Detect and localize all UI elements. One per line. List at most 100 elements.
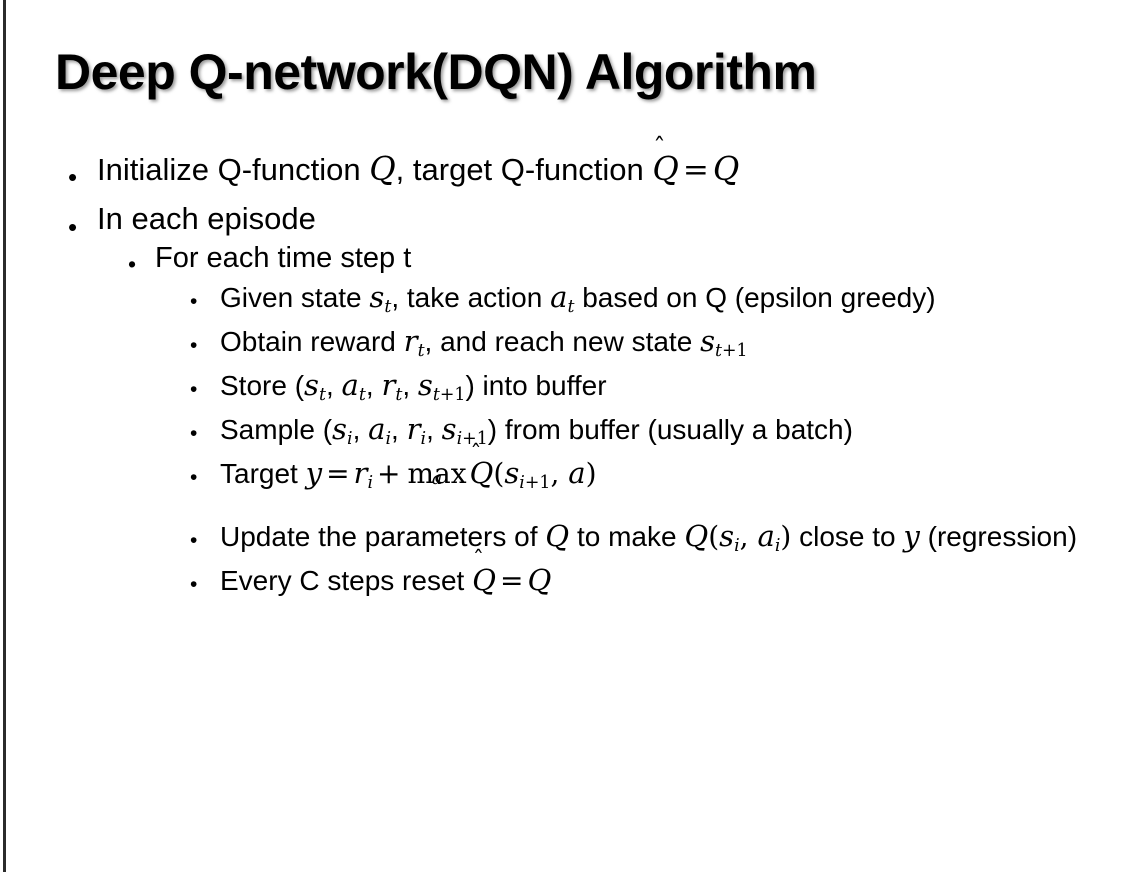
subscript-offset: +1 xyxy=(439,385,466,406)
bullet-item-initialize: • Initialize Q-function Q, target Q-func… xyxy=(0,148,1124,191)
slide-left-edge-bar xyxy=(3,0,6,872)
subscript-offset: +1 xyxy=(722,340,748,361)
math-var-s: s xyxy=(719,518,735,553)
math-var-a: a xyxy=(568,456,586,491)
math-var-a: a xyxy=(368,412,386,447)
subscript-var: t xyxy=(432,385,440,406)
text-fragment: ) from buffer (usually a batch) xyxy=(487,414,853,446)
math-var-q-hat-base: Q xyxy=(652,150,679,188)
bullet-list-level-3: • Given state st, take action at based o… xyxy=(0,278,1124,600)
subscript-var: t xyxy=(715,340,722,361)
slide-body: • Initialize Q-function Q, target Q-func… xyxy=(0,148,1124,607)
math-var-q-hat-base: Q xyxy=(469,456,494,491)
math-paren-open: ( xyxy=(493,457,505,491)
math-paren-close: ) xyxy=(585,457,597,491)
bullet-list-level-1: • Initialize Q-function Q, target Q-func… xyxy=(0,148,1124,600)
bullet-glyph: • xyxy=(190,528,198,552)
math-var-s: s xyxy=(700,324,716,359)
text-fragment: Update the parameters of xyxy=(220,520,546,552)
math-subscript-t-plus-1: t+1 xyxy=(433,385,466,405)
bullet-text-store-transition: Store (st, at, rt, st+1) into buffer xyxy=(220,366,1124,407)
subscript-offset: +1 xyxy=(462,429,488,450)
bullet-item-sample-batch: • Sample (si, ai, ri, si+1) from buffer … xyxy=(0,410,1124,451)
bullet-glyph: • xyxy=(68,212,78,243)
math-subscript-i: i xyxy=(774,535,781,556)
math-var-q-hat: Q̂ xyxy=(472,561,496,600)
math-operator-equals: = xyxy=(499,563,524,597)
bullet-text-reset-target: Every C steps reset Q̂=Q xyxy=(220,561,1124,600)
math-var-y: y xyxy=(903,518,920,553)
math-subscript-t: t xyxy=(318,385,326,406)
math-comma: , xyxy=(550,457,569,491)
text-fragment: Obtain reward xyxy=(220,326,404,358)
text-fragment: (regression) xyxy=(919,520,1078,552)
text-fragment: , xyxy=(365,370,382,402)
math-var-s: s xyxy=(332,412,347,447)
math-subscript-t: t xyxy=(358,385,366,406)
text-fragment: Initialize Q-function xyxy=(97,152,370,187)
text-fragment: Given state xyxy=(220,282,370,313)
subscript-offset: +1 xyxy=(524,473,551,494)
math-var-s-next: s xyxy=(504,456,520,491)
bullet-glyph: • xyxy=(190,572,198,596)
bullet-text-initialize: Initialize Q-function Q, target Q-functi… xyxy=(97,148,1124,191)
math-subscript-t-plus-1: t+1 xyxy=(715,341,748,361)
math-var-q: Q xyxy=(527,562,552,597)
bullet-glyph: • xyxy=(190,290,198,313)
math-subscript-i: i xyxy=(367,473,374,494)
text-fragment: Store ( xyxy=(220,370,305,402)
math-subscript-t: t xyxy=(567,296,575,317)
math-subscript-t: t xyxy=(395,385,403,406)
subscript-var: i xyxy=(519,473,525,494)
bullet-item-for-each-time-step: • For each time step t • Given state st,… xyxy=(0,239,1124,599)
bullet-glyph: • xyxy=(190,378,198,402)
bullet-text-for-each-time-step: For each time step t xyxy=(155,242,412,275)
text-fragment: , target Q-function xyxy=(395,152,653,187)
math-var-q-hat-base: Q xyxy=(472,562,496,597)
math-comma: , xyxy=(739,519,758,553)
math-var-a: a xyxy=(757,518,775,553)
math-var-q-2: Q xyxy=(684,518,709,553)
math-operator-equals: = xyxy=(326,457,350,491)
math-var-a: a xyxy=(550,280,568,314)
text-fragment: , xyxy=(391,414,407,446)
math-var-q-hat: Q̂ xyxy=(652,148,678,191)
math-subscript-i: i xyxy=(734,535,740,556)
text-fragment: ) into buffer xyxy=(465,370,607,402)
math-paren-open: ( xyxy=(708,519,720,553)
text-fragment: , take action xyxy=(391,282,551,313)
bullet-glyph: • xyxy=(190,422,198,446)
text-fragment: , xyxy=(402,370,418,402)
text-fragment: to make xyxy=(569,520,685,552)
math-var-r: r xyxy=(381,368,396,403)
text-fragment: close to xyxy=(791,520,904,552)
text-fragment: , xyxy=(325,370,342,402)
subscript-var: i xyxy=(456,429,463,450)
bullet-glyph: • xyxy=(190,466,198,490)
math-var-q: Q xyxy=(369,150,396,188)
math-var-r: r xyxy=(353,456,368,491)
bullet-item-update-parameters: • Update the parameters of Q to make Q(s… xyxy=(0,517,1124,558)
max-underscript-a: a xyxy=(431,469,443,490)
math-subscript-i-plus-1: i+1 xyxy=(457,429,488,449)
math-var-a: a xyxy=(341,368,359,403)
text-fragment: Target xyxy=(220,458,306,490)
math-subscript-t: t xyxy=(384,296,392,317)
bullet-text-given-state: Given state st, take action at based on … xyxy=(220,278,1124,319)
text-fragment: , and reach new state xyxy=(424,326,701,358)
math-var-q: Q xyxy=(545,518,570,553)
bullet-text-in-each-episode: In each episode xyxy=(97,201,316,237)
text-fragment: , xyxy=(352,414,369,446)
math-var-s-next: s xyxy=(441,412,457,447)
bullet-list-level-2: • For each time step t • Given state st,… xyxy=(0,239,1124,599)
math-var-r: r xyxy=(403,324,418,359)
math-operator-equals: = xyxy=(682,152,709,188)
math-var-q-2: Q xyxy=(712,150,740,188)
bullet-text-update-parameters: Update the parameters of Q to make Q(si,… xyxy=(220,517,1124,558)
bullet-item-given-state: • Given state st, take action at based o… xyxy=(0,278,1124,319)
slide-title: Deep Q-network(DQN) Algorithm xyxy=(55,44,817,100)
